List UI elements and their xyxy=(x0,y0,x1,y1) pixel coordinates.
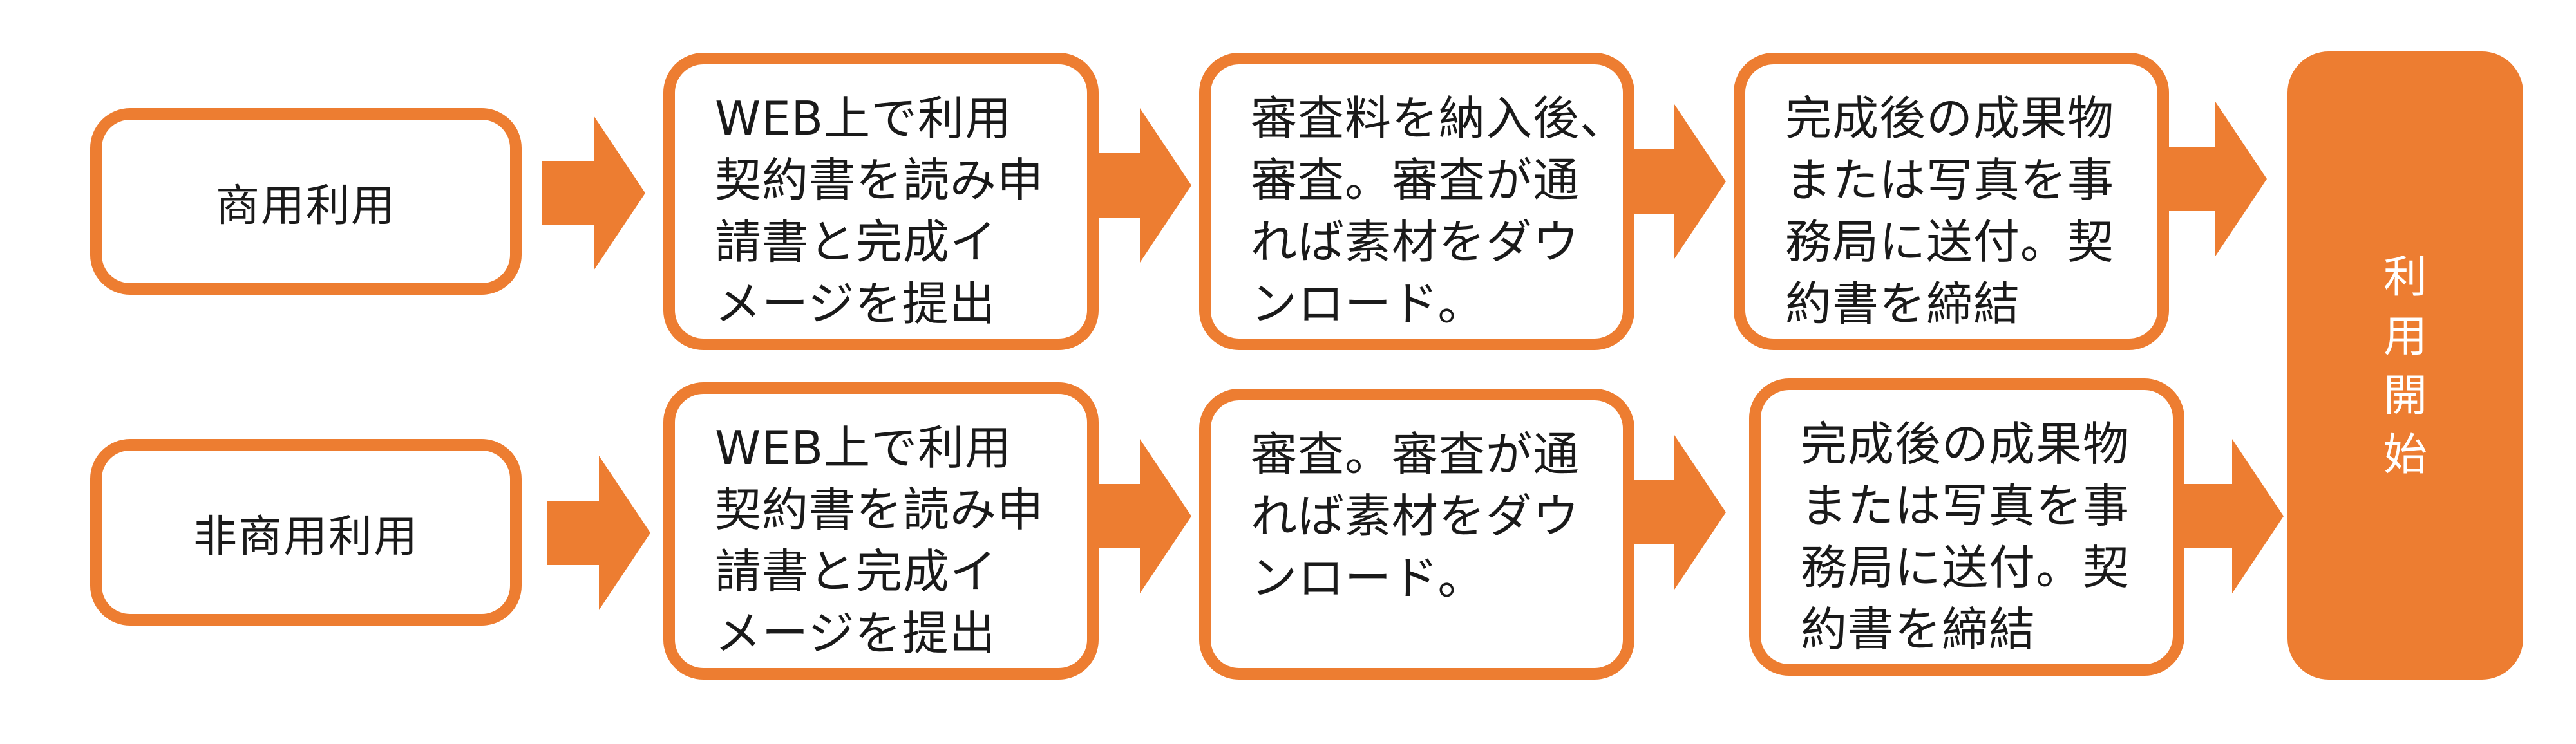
row2-label: 非商用利用 xyxy=(193,511,419,563)
start-usage-char-2: 用 xyxy=(2383,312,2427,362)
row1-step2-box: 審査料を納入後、 審査。審査が通 れば素材をダウ ンロード。 xyxy=(1199,53,1634,350)
row1-step2-line2: 審査。審査が通 xyxy=(1251,153,1580,207)
row2-step3-line3: 務局に送付。契 xyxy=(1801,541,2130,595)
row2-step3-line2: または写真を事 xyxy=(1801,479,2130,533)
row1-arrow-4 xyxy=(2164,102,2267,256)
row2-step3-line1: 完成後の成果物 xyxy=(1801,417,2130,471)
start-usage-box: 利 用 開 始 xyxy=(2287,51,2523,680)
row1-step3-box: 完成後の成果物 または写真を事 務局に送付。契 約書を締結 xyxy=(1734,53,2169,350)
row1-step3-line2: または写真を事 xyxy=(1785,153,2115,207)
start-usage-char-3: 開 xyxy=(2383,371,2427,422)
row2-step3-box: 完成後の成果物 または写真を事 務局に送付。契 約書を締結 xyxy=(1749,378,2184,676)
row2-step1-line4: メージを提出 xyxy=(715,606,996,660)
start-usage-char-1: 利 xyxy=(2383,252,2427,303)
row1-arrow-2 xyxy=(1088,108,1191,263)
row2-step1-line1: WEB上で利用 xyxy=(715,421,1012,475)
row2-step2-line3: ンロード。 xyxy=(1251,551,1485,605)
row2-step2-line2: れば素材をダウ xyxy=(1251,489,1580,543)
row1-arrow-1 xyxy=(542,116,645,270)
row1-step3-line3: 務局に送付。契 xyxy=(1785,215,2115,269)
row1-step3-line1: 完成後の成果物 xyxy=(1785,91,2115,145)
row1-step2-line4: ンロード。 xyxy=(1251,277,1485,331)
start-usage-char-4: 始 xyxy=(2383,430,2427,481)
row1-step1-line3: 請書と完成イ xyxy=(715,215,998,269)
row1-step1-line1: WEB上で利用 xyxy=(715,91,1012,145)
row2-arrow-1 xyxy=(547,456,650,610)
row2-step3-line4: 約書を締結 xyxy=(1801,602,2036,656)
row2-arrow-4 xyxy=(2181,439,2284,593)
row2-step1-line3: 請書と完成イ xyxy=(715,544,998,599)
row1-step2-line1: 審査料を納入後、 xyxy=(1251,91,1627,145)
row2-label-box: 非商用利用 xyxy=(90,439,522,626)
row2-step1-line2: 契約書を読み申 xyxy=(715,483,1045,537)
row1-step3-line4: 約書を締結 xyxy=(1785,277,2021,331)
row1-step1-line2: 契約書を読み申 xyxy=(715,153,1045,207)
row1-label: 商用利用 xyxy=(215,180,396,232)
row1-step1-box: WEB上で利用 契約書を読み申 請書と完成イ メージを提出 xyxy=(663,53,1099,350)
row2-arrow-2 xyxy=(1088,439,1191,593)
row1-step1-line4: メージを提出 xyxy=(715,277,996,331)
row2-step2-line1: 審査。審査が通 xyxy=(1251,427,1580,481)
row2-step1-box: WEB上で利用 契約書を読み申 請書と完成イ メージを提出 xyxy=(663,382,1099,680)
row2-arrow-3 xyxy=(1623,435,1726,590)
row1-label-box: 商用利用 xyxy=(90,108,522,295)
row1-arrow-3 xyxy=(1623,104,1726,259)
row2-step2-box: 審査。審査が通 れば素材をダウ ンロード。 xyxy=(1199,389,1634,680)
row1-step2-line3: れば素材をダウ xyxy=(1251,215,1580,269)
